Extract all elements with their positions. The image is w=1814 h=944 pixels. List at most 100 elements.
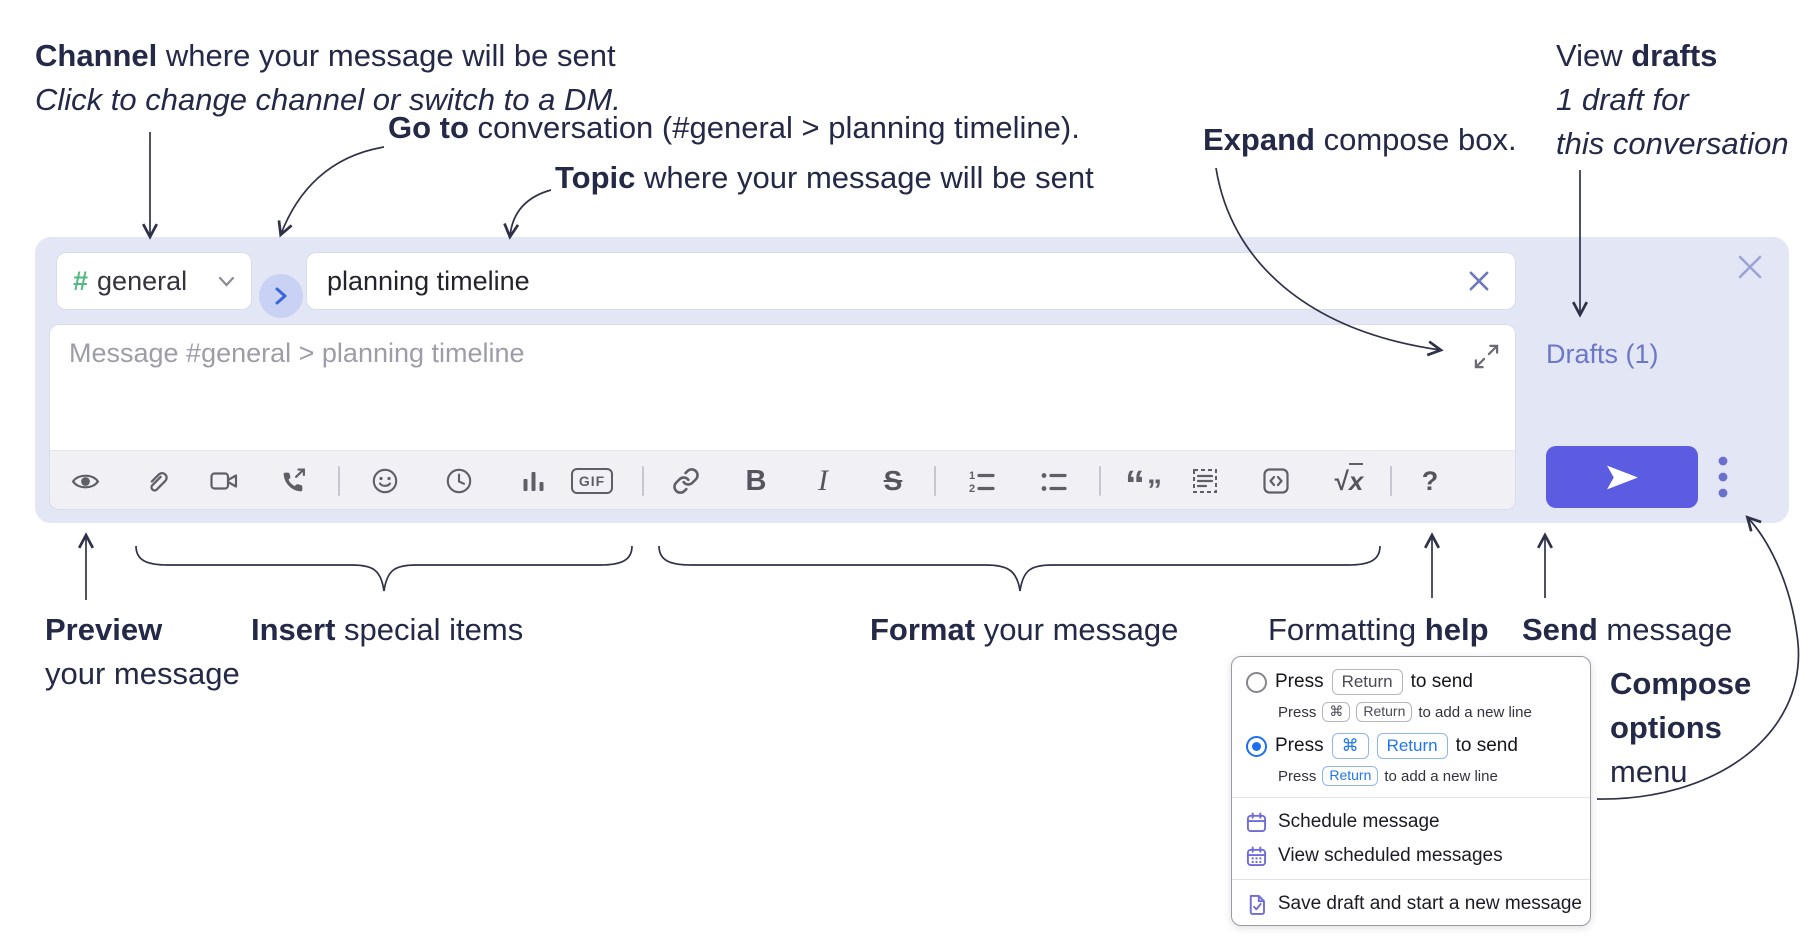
compose-box: # general planning timeline M — [35, 237, 1789, 523]
spoiler-button[interactable] — [1185, 459, 1225, 503]
annotation-goto: Go to conversation (#general > planning … — [388, 110, 1080, 145]
annotation-format: Format your message — [870, 612, 1179, 647]
formatting-help-button[interactable]: ? — [1410, 459, 1450, 503]
kbd-cmd: ⌘ — [1331, 733, 1369, 759]
radio-checked-icon — [1246, 735, 1267, 757]
annotation-topic: Topic where your message will be sent — [555, 160, 1094, 195]
italic-icon: I — [818, 464, 828, 497]
topic-arrow — [503, 189, 552, 240]
toolbar-separator — [934, 466, 936, 496]
emoji-button[interactable] — [365, 459, 405, 503]
kbd-cmd: ⌘ — [1322, 702, 1351, 722]
menu-option-return-sub: Press ⌘ Return to add a new line — [1278, 702, 1532, 722]
annotation-view-drafts: View drafts 1 draft for this conversatio… — [1556, 38, 1789, 161]
bulleted-list-button[interactable] — [1034, 459, 1074, 503]
toolbar-separator — [1099, 466, 1101, 496]
preview-button[interactable] — [65, 459, 105, 503]
link-icon — [673, 468, 699, 494]
attach-file-button[interactable] — [136, 459, 176, 503]
clear-topic-button[interactable] — [1463, 265, 1495, 297]
code-icon — [1263, 468, 1289, 494]
goto-arrow — [277, 146, 385, 238]
menu-option-return-to-send[interactable]: Press Return to send — [1246, 667, 1582, 697]
radio-unchecked-icon — [1246, 671, 1267, 693]
code-button[interactable] — [1256, 459, 1296, 503]
channel-name: general — [97, 265, 188, 296]
annotation-channel: Channel where your message will be sent … — [35, 34, 621, 122]
quote-icon: “ ” — [1125, 463, 1162, 507]
clear-topic-x-icon — [1469, 271, 1489, 291]
strikethrough-button[interactable]: S — [873, 459, 913, 503]
topic-value: planning timeline — [327, 265, 530, 296]
annotation-channel-rest: where your message will be sent — [157, 38, 616, 73]
drafts-link[interactable]: Drafts (1) — [1546, 339, 1659, 369]
go-to-chevron-icon — [275, 287, 287, 305]
close-x-icon — [1738, 255, 1762, 279]
menu-item-save-draft[interactable]: Save draft and start a new message — [1246, 887, 1582, 921]
compose-options-button[interactable] — [1711, 453, 1735, 501]
poll-button[interactable] — [513, 459, 553, 503]
close-compose-button[interactable] — [1730, 247, 1770, 287]
time-button[interactable] — [439, 459, 479, 503]
phone-call-icon — [283, 467, 305, 491]
channel-select-button[interactable]: # general — [56, 252, 252, 310]
quote-button[interactable]: “ ” — [1122, 459, 1170, 507]
annotation-preview: Preview your message — [45, 612, 240, 691]
strikethrough-icon: S — [883, 465, 903, 496]
link-button[interactable] — [666, 459, 706, 503]
send-button[interactable] — [1546, 446, 1698, 508]
gif-icon: GIF — [570, 468, 614, 494]
math-button[interactable]: √x — [1321, 459, 1377, 503]
menu-option-cmd-return-sub: Press Return to add a new line — [1278, 766, 1498, 786]
topic-input[interactable]: planning timeline — [306, 252, 1516, 310]
gif-button[interactable]: GIF — [562, 459, 622, 503]
menu-option-cmd-return-to-send[interactable]: Press ⌘ Return to send — [1246, 731, 1582, 761]
compose-options-menu: Press Return to send Press ⌘ Return to a… — [1231, 656, 1591, 926]
svg-text:2: 2 — [969, 483, 975, 495]
chevron-down-icon — [218, 276, 235, 287]
toolbar-separator — [338, 466, 340, 496]
numbered-list-button[interactable]: 1 2 — [962, 459, 1002, 503]
expand-compose-button[interactable] — [1469, 339, 1503, 373]
calendar-icon — [1246, 811, 1267, 832]
italic-button[interactable]: I — [803, 459, 843, 503]
channel-hash-icon: # — [73, 265, 89, 296]
insert-brace — [135, 545, 633, 592]
video-call-button[interactable] — [204, 459, 244, 503]
format-brace — [658, 545, 1381, 592]
kbd-return: Return — [1331, 669, 1403, 695]
message-textarea[interactable]: Message #general > planning timeline — [69, 338, 525, 368]
smiley-icon — [372, 468, 398, 494]
toolbar-separator — [1390, 466, 1392, 496]
toolbar-separator — [642, 466, 644, 496]
menu-divider — [1232, 879, 1590, 880]
annotation-channel-bold: Channel — [35, 38, 158, 73]
calendar-scheduled-icon — [1246, 845, 1267, 866]
preview-eye-icon — [71, 474, 99, 488]
paperclip-icon — [149, 471, 168, 492]
kbd-return: Return — [1322, 766, 1379, 786]
annotation-send-message: Send message — [1522, 612, 1733, 647]
numbered-list-icon: 1 2 — [969, 470, 995, 495]
annotation-expand: Expand compose box. — [1203, 122, 1517, 157]
kbd-return: Return — [1376, 733, 1448, 759]
annotation-channel-sub: Click to change channel or switch to a D… — [35, 82, 621, 117]
file-check-icon — [1249, 894, 1265, 915]
annotation-compose-options: Compose options menu — [1610, 666, 1752, 789]
menu-item-view-scheduled-messages[interactable]: View scheduled messages — [1246, 839, 1582, 873]
annotation-insert: Insert special items — [251, 612, 524, 647]
go-to-conversation-button[interactable] — [259, 274, 303, 318]
bold-button[interactable]: B — [736, 459, 776, 503]
video-camera-icon — [210, 472, 238, 490]
audio-call-button[interactable] — [273, 459, 313, 503]
overflow-dots-icon — [1718, 456, 1728, 498]
send-plane-icon — [1606, 465, 1638, 489]
clock-icon — [446, 468, 472, 494]
kbd-return: Return — [1356, 702, 1413, 722]
question-mark-icon: ? — [1421, 465, 1439, 496]
menu-divider — [1232, 797, 1590, 798]
svg-text:1: 1 — [969, 470, 975, 482]
menu-item-schedule-message[interactable]: Schedule message — [1246, 805, 1582, 839]
spoiler-icon — [1193, 469, 1217, 493]
